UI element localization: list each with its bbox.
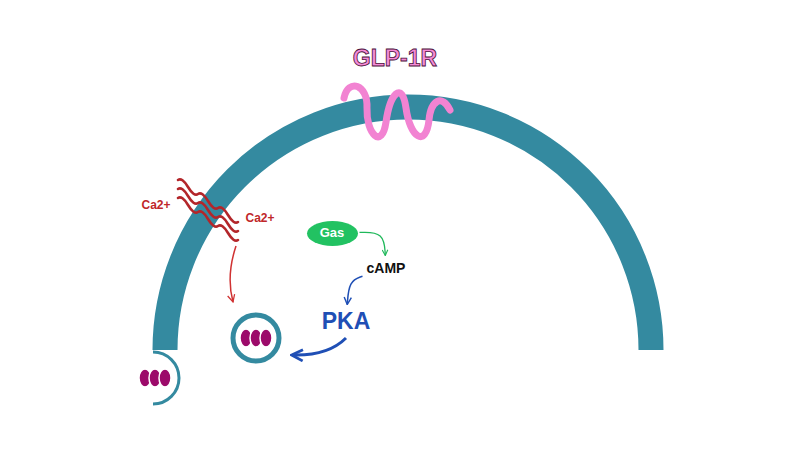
channel-strand <box>178 188 238 231</box>
cell-membrane <box>165 107 651 350</box>
signal-arrow <box>360 232 386 255</box>
oval-fill <box>307 221 358 246</box>
channel-strand <box>178 197 238 240</box>
kinase-text: PKA <box>320 308 373 335</box>
insulin-granules <box>139 369 171 387</box>
insulin-granules <box>240 329 272 347</box>
node-text: cAMP <box>367 260 406 276</box>
receptor-symbol <box>344 86 450 137</box>
node-text: PKA <box>322 308 371 334</box>
receptor-label: GLP-1R <box>353 45 437 71</box>
calcium-arrow <box>230 246 236 302</box>
messenger-text: cAMP <box>365 259 408 278</box>
node-text: Gas <box>320 226 345 241</box>
calcium-channel <box>178 179 238 240</box>
ion-label: Ca2+ <box>245 212 274 226</box>
signal-arrow <box>347 276 362 304</box>
granule <box>260 329 272 347</box>
g-protein-oval: Gas <box>307 221 358 246</box>
pka-arrow <box>293 338 346 355</box>
insulin-vesicle <box>233 315 279 361</box>
granule <box>159 369 171 387</box>
ion-label: Ca2+ <box>141 199 170 213</box>
channel-strand <box>178 179 238 222</box>
